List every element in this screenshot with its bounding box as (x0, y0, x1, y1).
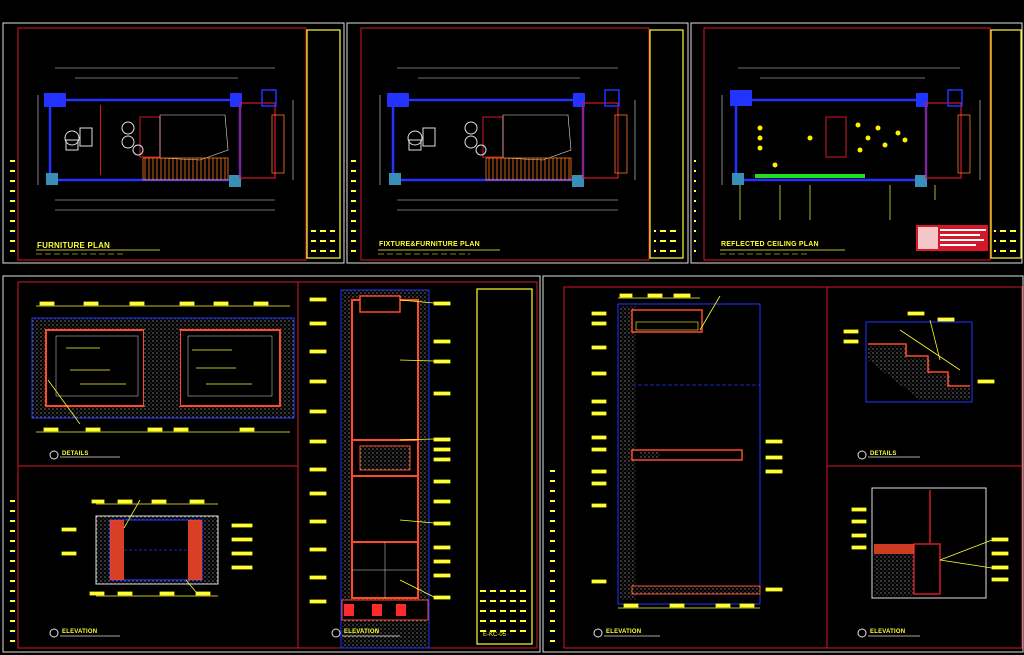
elevation-right-bottom-title: ELEVATION (870, 629, 906, 635)
reflected-ceiling-plan-drawing (721, 67, 981, 220)
elevation-left-center-title: ELEVATION (344, 629, 380, 635)
elevation-left-bottom-title: ELEVATION (62, 629, 98, 635)
fixture-furniture-plan-drawing (379, 67, 636, 211)
details-right-title: DETAILS (870, 451, 897, 457)
details-left-title: DETAILS (62, 451, 89, 457)
fixture-furniture-plan-title: FIXTURE&FURNITURE PLAN (379, 241, 480, 248)
elevation-right-center-title: ELEVATION (606, 629, 642, 635)
furniture-plan-title: FURNITURE PLAN (37, 241, 111, 250)
plan-sheets (2, 22, 1023, 264)
title-block-code: E-KC-05 (483, 632, 507, 638)
details-sheet-right (542, 275, 1024, 653)
reflected-ceiling-plan-title: REFLECTED CEILING PLAN (721, 241, 819, 248)
details-sheet-left (2, 275, 541, 653)
furniture-plan-drawing (37, 67, 294, 211)
